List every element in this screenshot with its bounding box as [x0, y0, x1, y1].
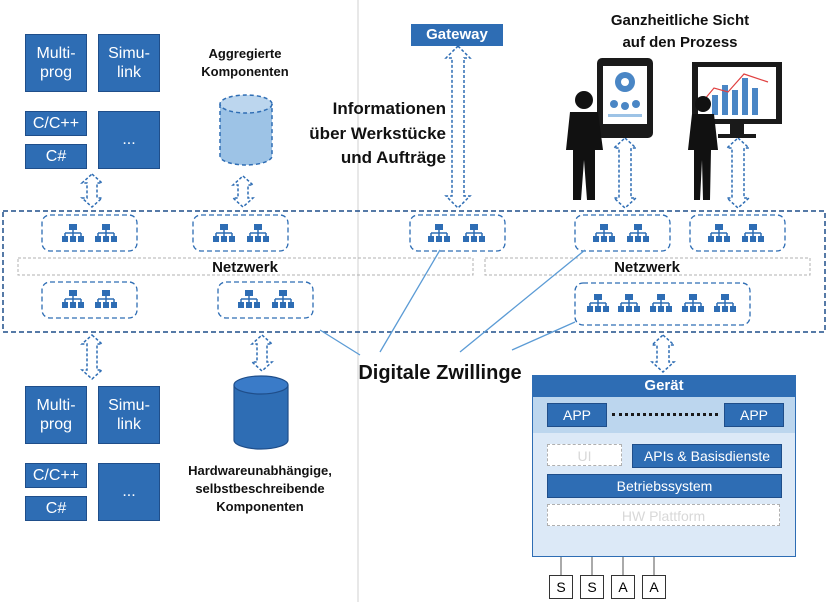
arrow-device: [650, 333, 676, 374]
database-hardware-icon: [233, 375, 289, 450]
app-right-box: APP: [724, 403, 784, 427]
hardware-label: Hardwareunabhängige, selbstbeschreibende…: [188, 463, 332, 515]
database-aggregated-icon: [219, 94, 273, 166]
os-box: Betriebssystem: [547, 474, 782, 498]
ui-faded-box: UI: [547, 444, 622, 466]
info-label: Informationen über Werkstücke und Aufträ…: [309, 99, 446, 168]
network-label-right: Netzwerk: [614, 259, 680, 276]
holistic-label: Ganzheitliche Sicht auf den Prozess: [610, 12, 750, 51]
person-right-icon: [688, 96, 718, 200]
network-bar-right: [484, 257, 811, 276]
multiprog-box-bottom: Multi- prog: [25, 386, 87, 444]
app-left-box: APP: [547, 403, 607, 427]
aggregated-label: Aggregierte Komponenten: [201, 46, 289, 79]
double-arrows: [80, 44, 751, 381]
digital-twins-label: Digitale Zwillinge: [358, 362, 522, 384]
c-sharp-box-top: C#: [25, 144, 87, 169]
gateway-box: Gateway: [411, 24, 503, 46]
arrow-bottom-db: [250, 333, 274, 373]
sensor-box: S: [549, 575, 573, 599]
arrow-gateway: [444, 44, 472, 210]
ellipsis-box-top: ...: [98, 111, 160, 169]
apis-box: APIs & Basisdienste: [632, 444, 782, 468]
actuator-box: A: [642, 575, 666, 599]
simulink-box-top: Simu- link: [98, 34, 160, 92]
arrow-top-db: [231, 174, 255, 209]
ellipsis-box-bottom: ...: [98, 463, 160, 521]
network-frame: [2, 210, 826, 333]
arrow-tablet: [612, 136, 638, 210]
app-dots: [612, 413, 718, 416]
actuator-box: A: [611, 575, 635, 599]
c-sharp-box-bottom: C#: [25, 496, 87, 521]
device-title: Gerät: [532, 375, 796, 397]
simulink-box-bottom: Simu- link: [98, 386, 160, 444]
network-bar-left: [17, 257, 474, 276]
tablet-icon: [597, 58, 653, 138]
multiprog-box-top: Multi- prog: [25, 34, 87, 92]
sensor-box: S: [580, 575, 604, 599]
sensor-connectors: [560, 557, 655, 575]
person-left-icon: [566, 91, 603, 200]
hw-faded-box: HW Plattform: [547, 504, 780, 526]
arrow-bottom-left: [80, 333, 104, 381]
monitor-icon: [692, 62, 782, 138]
twin-pointer-lines: [319, 249, 586, 356]
c-cpp-box-top: C/C++: [25, 111, 87, 136]
arrow-monitor: [725, 136, 751, 210]
c-cpp-box-bottom: C/C++: [25, 463, 87, 488]
arrow-top-left: [80, 172, 104, 209]
network-label-left: Netzwerk: [212, 259, 278, 276]
node-groups: [41, 214, 786, 326]
